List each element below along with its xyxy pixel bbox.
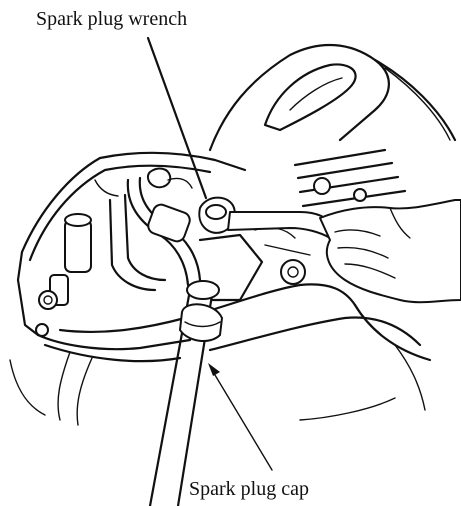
spark-plug-wrench xyxy=(148,38,335,238)
spark-plug-wire xyxy=(128,178,200,285)
cap-leader-line xyxy=(212,370,272,470)
spark-plug-cap xyxy=(150,281,222,506)
hand xyxy=(320,200,461,302)
spark-plug-cap-label: Spark plug cap xyxy=(189,479,309,499)
coil-fins xyxy=(295,150,405,206)
engine-cover-housing xyxy=(210,45,455,150)
cap-leader-arrowhead xyxy=(208,363,220,376)
